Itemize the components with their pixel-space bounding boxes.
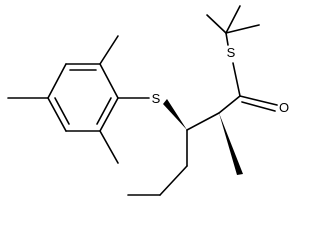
mesityl-ring bbox=[47, 63, 119, 132]
thioether-sulfur-label: S bbox=[152, 91, 161, 106]
c2-methyl-wedge bbox=[219, 113, 243, 175]
tert-butyl-group bbox=[206, 5, 260, 34]
molecule-structure: S O S bbox=[7, 5, 289, 196]
ring-bond bbox=[99, 63, 119, 99]
ring-methyl-top-bond bbox=[99, 35, 119, 65]
carbonyl-double-bond-b bbox=[241, 101, 276, 112]
carbonyl-oxygen-label: O bbox=[279, 100, 289, 115]
propyl-chain bbox=[127, 129, 188, 196]
ring-bond bbox=[47, 63, 67, 99]
c2-carbonyl-bond bbox=[218, 95, 241, 114]
sulfur-tbutyl-bond bbox=[225, 32, 229, 46]
tbutyl-methyl-left bbox=[206, 14, 227, 34]
ring-double-bond bbox=[54, 97, 70, 125]
tbutyl-methyl-up bbox=[225, 5, 241, 34]
ring-methyl-bottom-bond bbox=[99, 130, 119, 164]
ring-bond bbox=[99, 97, 119, 132]
c3-c2-bond bbox=[186, 112, 220, 131]
thioester-sulfur-label: S bbox=[227, 45, 236, 60]
ring-bond bbox=[47, 97, 67, 132]
propyl-bond-2 bbox=[159, 165, 188, 196]
carbonyl-double-bond-a bbox=[239, 95, 278, 106]
c3-sulfur-wedge bbox=[163, 99, 187, 130]
carbonyl-sulfur-bond bbox=[232, 62, 241, 97]
ring-double-bond bbox=[96, 97, 112, 125]
tbutyl-methyl-right bbox=[225, 24, 260, 34]
